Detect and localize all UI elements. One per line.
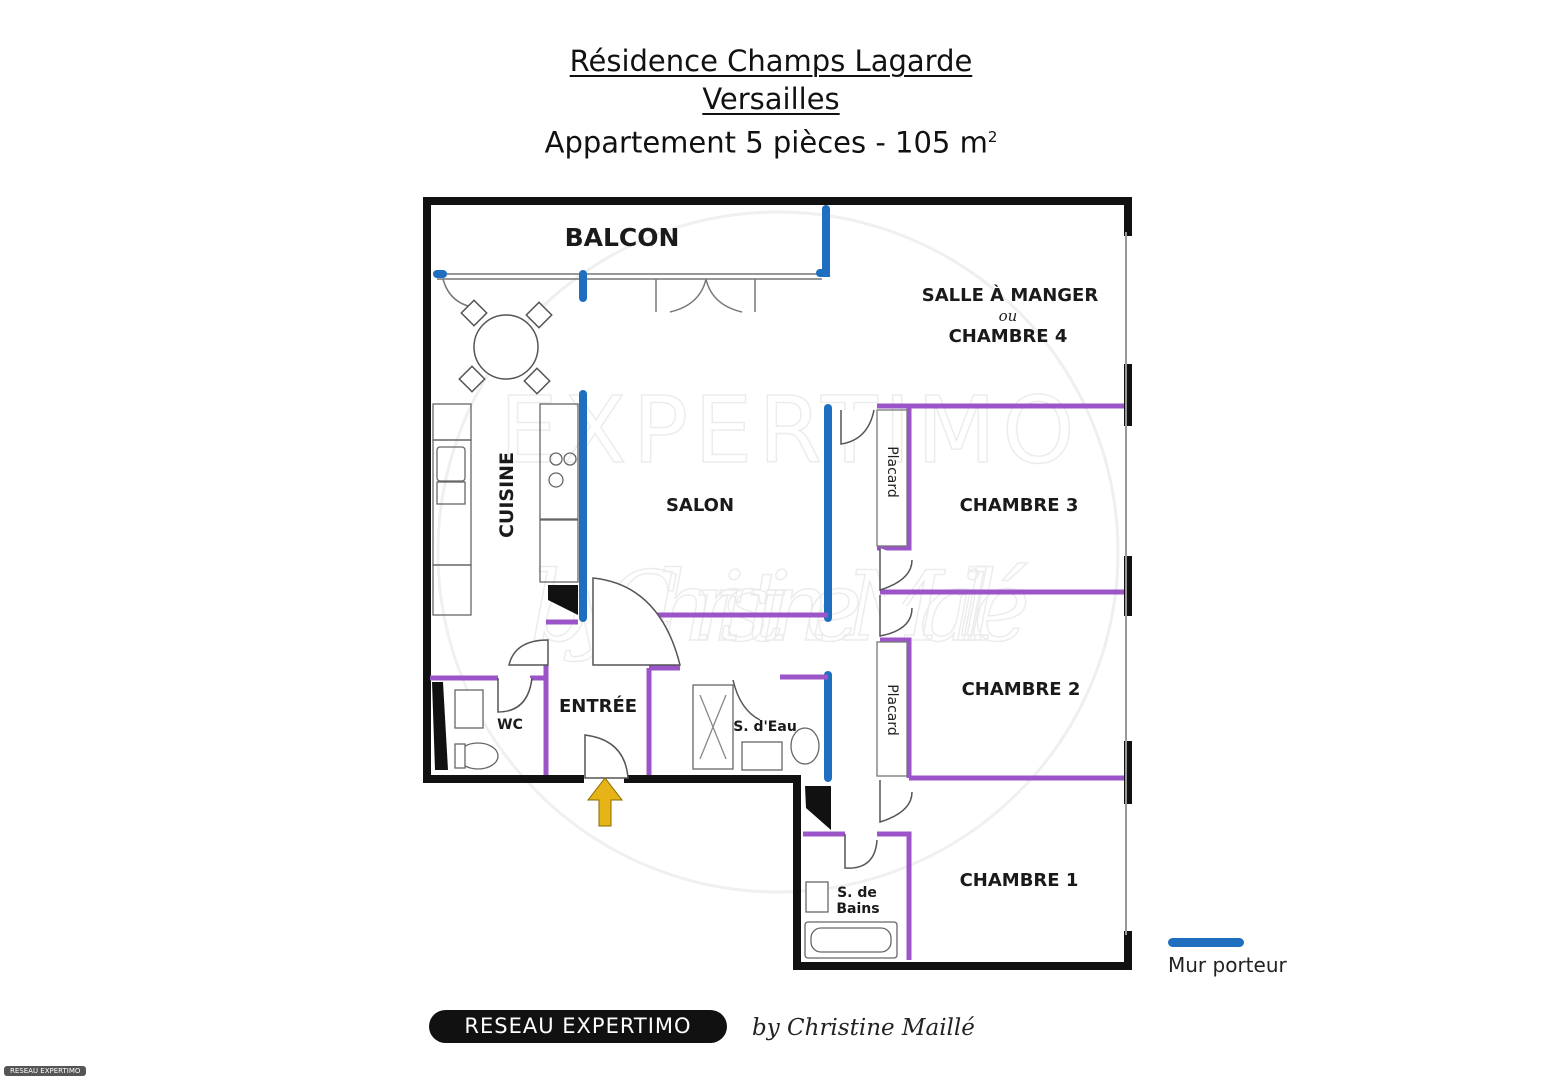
door-salon — [592, 577, 681, 666]
label-salle-a-manger: SALLE À MANGER — [922, 284, 1099, 306]
placard-ch3 — [876, 409, 908, 547]
hob-icon — [549, 452, 563, 466]
door-entry-side — [508, 639, 549, 666]
label-chambre-2: CHAMBRE 2 — [962, 679, 1081, 700]
door-ch1 — [879, 780, 913, 824]
sde-sink-icon — [741, 741, 783, 771]
label-wc: WC — [497, 717, 523, 733]
oven — [539, 519, 579, 583]
window-swing-3 — [705, 278, 756, 313]
drainer-icon — [436, 481, 466, 505]
outer-walls — [423, 197, 1132, 970]
sde-fixtures — [692, 684, 831, 830]
label-s-deau: S. d'Eau — [733, 719, 797, 735]
brand-signature: by Christine Maillé — [752, 1015, 975, 1041]
label-entree: ENTRÉE — [559, 695, 637, 717]
partition-walls — [430, 403, 1124, 960]
label-placard-ch2: Placard — [884, 684, 900, 736]
fridge — [432, 564, 472, 616]
load-bearing-walls — [433, 205, 832, 782]
door-bath — [844, 834, 878, 869]
wall-sde-left — [646, 665, 680, 775]
label-salon: SALON — [666, 495, 734, 516]
placards — [876, 409, 908, 777]
watermark-text: EXPERTIMO — [499, 377, 1080, 484]
city-name: Versailles — [702, 82, 840, 116]
wall-bath-top — [803, 831, 912, 960]
apartment-summary: Appartement 5 pièces - 105 m — [544, 125, 988, 160]
wall-placard2 — [880, 637, 912, 778]
legend-swatch-load-bearing — [1168, 938, 1244, 947]
door-ch3-placard — [840, 409, 875, 445]
sink-icon — [436, 446, 466, 482]
duct-icon — [548, 585, 578, 615]
blue-wall-balcony — [816, 205, 830, 277]
wall-placard1 — [877, 406, 912, 551]
label-chambre-3: CHAMBRE 3 — [960, 495, 1079, 516]
entry-arrow-icon — [586, 777, 624, 827]
window-swing-2 — [655, 278, 707, 313]
door-sde — [732, 679, 761, 721]
bath-fixtures — [804, 881, 898, 959]
door-front — [584, 734, 629, 779]
plan-title-block: Résidence Champs Lagarde Versailles Appa… — [0, 42, 1542, 162]
brand-logo: RESEAU EXPERTIMO — [429, 1010, 727, 1043]
label-chambre-1: CHAMBRE 1 — [960, 870, 1079, 891]
kitchen-counter-right — [539, 403, 579, 520]
bath-duct — [805, 786, 831, 830]
watermark: EXPERTIMO by Christine Maillé — [436, 210, 1120, 894]
placard-ch2 — [876, 641, 908, 777]
wc-duct — [432, 682, 448, 770]
wc-fixtures — [432, 682, 499, 770]
doors — [497, 409, 913, 869]
door-ch2 — [879, 595, 913, 637]
corner-tag: RESEAU EXPERTIMO — [4, 1066, 87, 1076]
label-s-de-bains-line2: Bains — [836, 901, 879, 917]
door-wc — [497, 677, 533, 713]
balcony-railing — [437, 273, 822, 313]
label-cuisine: CUISINE — [496, 452, 518, 538]
legend-label: Mur porteur — [1168, 953, 1287, 977]
residence-name: Résidence Champs Lagarde — [569, 44, 973, 78]
dining-table-icon — [458, 299, 553, 395]
door-ch3 — [879, 548, 913, 592]
watermark-circle — [436, 210, 1120, 894]
label-chambre-4: CHAMBRE 4 — [949, 326, 1068, 347]
kitchen-fixtures — [432, 403, 579, 616]
wall-bottom — [624, 775, 1132, 970]
label-balcon: BALCON — [565, 223, 680, 252]
label-ou: ou — [999, 307, 1018, 325]
area-unit-superscript: 2 — [987, 128, 998, 146]
sde-toilet-icon — [790, 727, 820, 765]
apartment-description: Appartement 5 pièces - 105 m2 — [0, 118, 1542, 162]
label-placard-ch3: Placard — [884, 446, 900, 498]
wall-left — [423, 197, 584, 783]
wc-sink-icon — [454, 689, 484, 729]
label-s-de-bains-line1: S. de — [837, 885, 877, 901]
bath-sink-icon — [805, 881, 829, 913]
